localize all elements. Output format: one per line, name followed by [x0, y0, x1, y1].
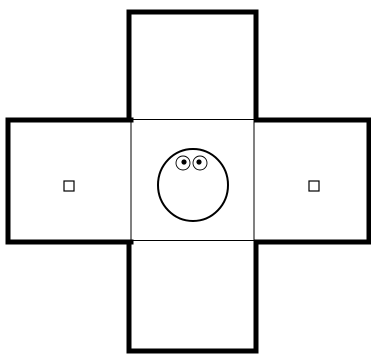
- face-icon: [158, 149, 228, 221]
- panel-right: [254, 120, 371, 242]
- panel-top: [129, 12, 256, 118]
- panel-center: [131, 120, 254, 241]
- panel-bottom: [129, 243, 256, 351]
- face-outline: [158, 149, 228, 221]
- left-square-marker: [64, 181, 74, 191]
- panel-left: [8, 120, 131, 242]
- right-square-marker: [309, 181, 319, 191]
